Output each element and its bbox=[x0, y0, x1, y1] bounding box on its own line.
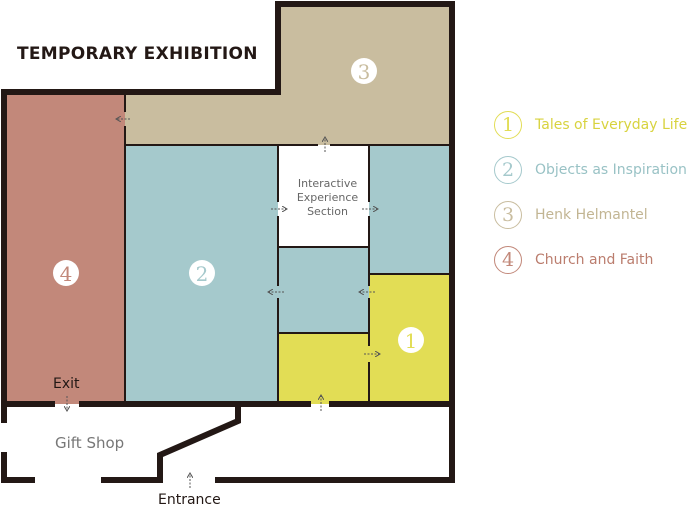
legend-item-3: 3 Henk Helmantel bbox=[494, 200, 687, 229]
entrance-label: Entrance bbox=[158, 492, 221, 508]
legend-label: Tales of Everyday Life bbox=[535, 116, 688, 133]
direction-arrows bbox=[67, 119, 380, 488]
room-3-corridor bbox=[125, 92, 452, 145]
legend-item-4: 4 Church and Faith bbox=[494, 245, 687, 274]
interactive-section-label: Interactive Experience Section bbox=[280, 177, 375, 219]
interactive-line: Interactive bbox=[297, 177, 358, 190]
svg-text:1: 1 bbox=[405, 329, 418, 353]
legend-label: Objects as Inspiration bbox=[535, 161, 687, 178]
room-2-middle bbox=[278, 247, 369, 333]
room-1-small bbox=[278, 333, 369, 404]
number-circle-icon: 3 bbox=[494, 200, 522, 229]
interactive-line: Experience bbox=[296, 191, 359, 204]
legend-item-1: 1 Tales of Everyday Life bbox=[494, 110, 688, 139]
page-title: TEMPORARY EXHIBITION bbox=[17, 44, 258, 64]
number-circle-icon: 2 bbox=[494, 155, 522, 184]
inner-walls bbox=[124, 92, 452, 404]
svg-text:4: 4 bbox=[60, 262, 73, 286]
number-circle-icon: 1 bbox=[494, 110, 522, 139]
number-circle-icon: 4 bbox=[494, 245, 522, 274]
room-4-marker: 4 bbox=[53, 260, 79, 286]
room-1-marker: 1 bbox=[398, 327, 424, 353]
room-3-marker: 3 bbox=[351, 58, 377, 84]
room-4-area bbox=[4, 92, 125, 404]
gift-shop-label: Gift Shop bbox=[55, 434, 125, 452]
legend-label: Henk Helmantel bbox=[535, 206, 648, 223]
interactive-section bbox=[278, 145, 369, 247]
room-2-marker: 2 bbox=[189, 260, 215, 286]
legend-item-2: 2 Objects as Inspiration bbox=[494, 155, 687, 184]
interactive-line: Section bbox=[307, 205, 348, 218]
svg-text:3: 3 bbox=[358, 60, 371, 84]
legend: 1 Tales of Everyday Life 2 Objects as Insp… bbox=[494, 110, 688, 292]
legend-label: Church and Faith bbox=[535, 251, 654, 268]
room-2-right bbox=[369, 145, 452, 274]
outer-walls bbox=[1, 1, 455, 483]
svg-text:2: 2 bbox=[196, 262, 209, 286]
exit-label: Exit bbox=[53, 376, 80, 392]
